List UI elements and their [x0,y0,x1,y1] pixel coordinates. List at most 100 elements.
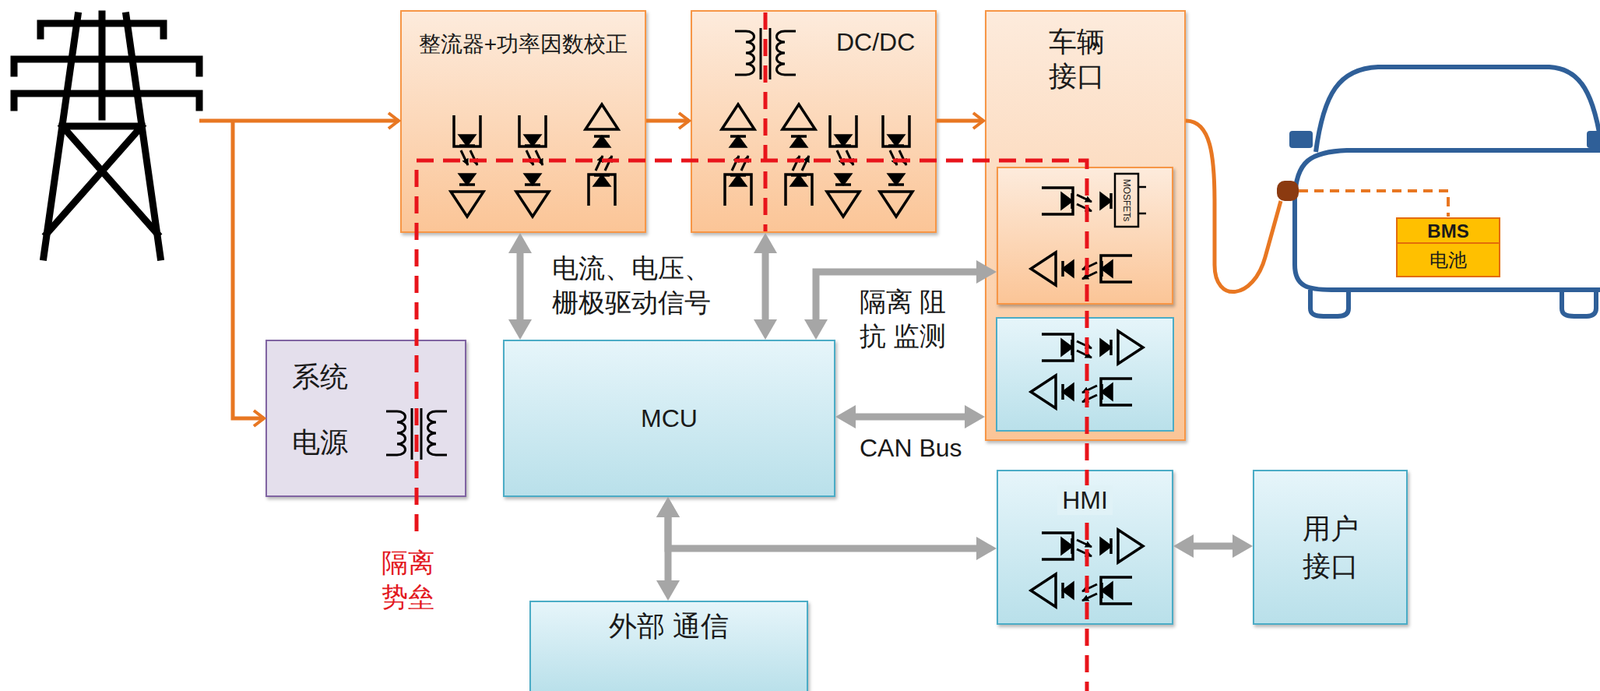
path-shape [40,23,164,36]
text-slot: 整流器+功率因数校正 [401,31,645,58]
process-box: 车辆 接口 MOSFETs [984,10,1186,441]
power-tower [14,14,200,257]
edge-label: 隔离 阻 抗 监测 [859,284,958,353]
box-label: MCU [640,403,698,433]
box-label: MOSFETs [1121,179,1133,222]
car-mirror [1586,130,1600,148]
path-shape [232,120,264,419]
text-slot: 外部 通信 [530,608,807,644]
process-box: 整流器+功率因数校正 [400,10,647,233]
charging-cable [1185,120,1449,292]
use-shape [734,28,796,80]
process-box: MCU [502,339,836,497]
use-shape [1030,252,1133,285]
connector-arrow [846,416,975,418]
use-shape [1041,529,1143,563]
box-label: 电池 [1429,249,1467,271]
charge-plug [1276,180,1299,201]
power-line [199,120,399,419]
connector-arrow [668,507,669,590]
optocouplers [450,104,1143,607]
box-label: 用户 接口 [1301,509,1361,585]
use-shape [386,407,447,460]
text-slot: MCU [504,403,834,433]
connector-arrow [936,120,984,122]
use-shape [1030,573,1133,607]
text-slot: 隔离 势垒 [381,545,437,614]
connector-arrow [646,120,690,122]
connector-line [1184,542,1242,550]
connector-arrow [520,243,521,329]
connector-line [815,271,986,329]
path-shape [1294,200,1600,290]
box-label: 系统 电源 [290,344,350,475]
mosfet-symbol [1114,173,1147,227]
use-shape [782,104,816,206]
use-shape [1030,375,1133,408]
connector-line [846,413,975,421]
box-label: BMS [1427,220,1469,243]
process-box: 系统 电源 [265,339,467,497]
process-box: 外部 通信 [529,600,809,691]
path-shape [1138,186,1147,214]
connector-arrow [668,507,986,549]
path-shape [14,93,200,108]
use-shape [450,115,484,217]
path-shape [1561,289,1597,317]
process-box: HMI [996,469,1174,625]
box-label: DC/DC [836,27,915,57]
text-slot: 电流、电压、 栅极驱动信号 [552,250,719,320]
text-slot: BMS [1397,220,1499,243]
box-label: HMI [1057,485,1113,515]
path-shape [416,160,1087,691]
use-shape [879,115,913,217]
path-shape [1315,66,1600,152]
path-shape [46,126,158,234]
box-label: 外部 通信 [608,608,729,644]
use-shape [585,104,619,206]
text-slot: 电池 [1397,249,1499,271]
path-shape [98,14,106,117]
path-shape [763,12,768,232]
connector-arrow [765,243,767,329]
connector-line [668,507,986,549]
use-shape [826,115,860,217]
car-mirror [1289,130,1313,148]
isolator-box [996,317,1174,431]
use-shape [1041,330,1143,364]
process-box: MOSFETs [996,166,1174,305]
annotation-label: 隔离 势垒 [381,545,437,614]
connector-line [664,507,672,590]
process-box: BMS 电池 [1396,217,1501,278]
process-box: 用户 接口 [1252,469,1408,625]
box-label: 整流器+功率因数校正 [418,31,628,58]
use-shape [516,115,549,217]
path-shape [43,15,161,257]
text-slot: 用户 接口 [1254,509,1407,585]
isolation-barrier [416,12,1087,691]
cable-line [1185,120,1281,292]
text-slot: MOSFETs [1114,173,1139,227]
edge-label: CAN Bus [859,432,963,463]
rect-shape [1114,173,1139,227]
path-shape [1310,289,1349,317]
box-label: 车辆 接口 [1047,24,1107,94]
connector-line [516,243,524,329]
connector-arrow [1184,545,1242,547]
text-slot: 车辆 接口 [1047,24,1107,94]
process-box: DC/DC [690,10,937,233]
text-slot: DC/DC [836,27,915,57]
annotation-label: 电流、电压、 栅极驱动信号 [552,250,719,320]
car-outline [1294,66,1600,317]
text-slot: CAN Bus [859,432,963,463]
text-slot: 隔离 阻 抗 监测 [859,284,958,353]
connector-arrow [815,271,986,329]
bms-divider [1397,242,1499,244]
connector-line [762,243,770,329]
text-slot: 系统 电源 [290,344,350,475]
cable-line [1298,190,1449,217]
use-shape [1041,187,1112,215]
